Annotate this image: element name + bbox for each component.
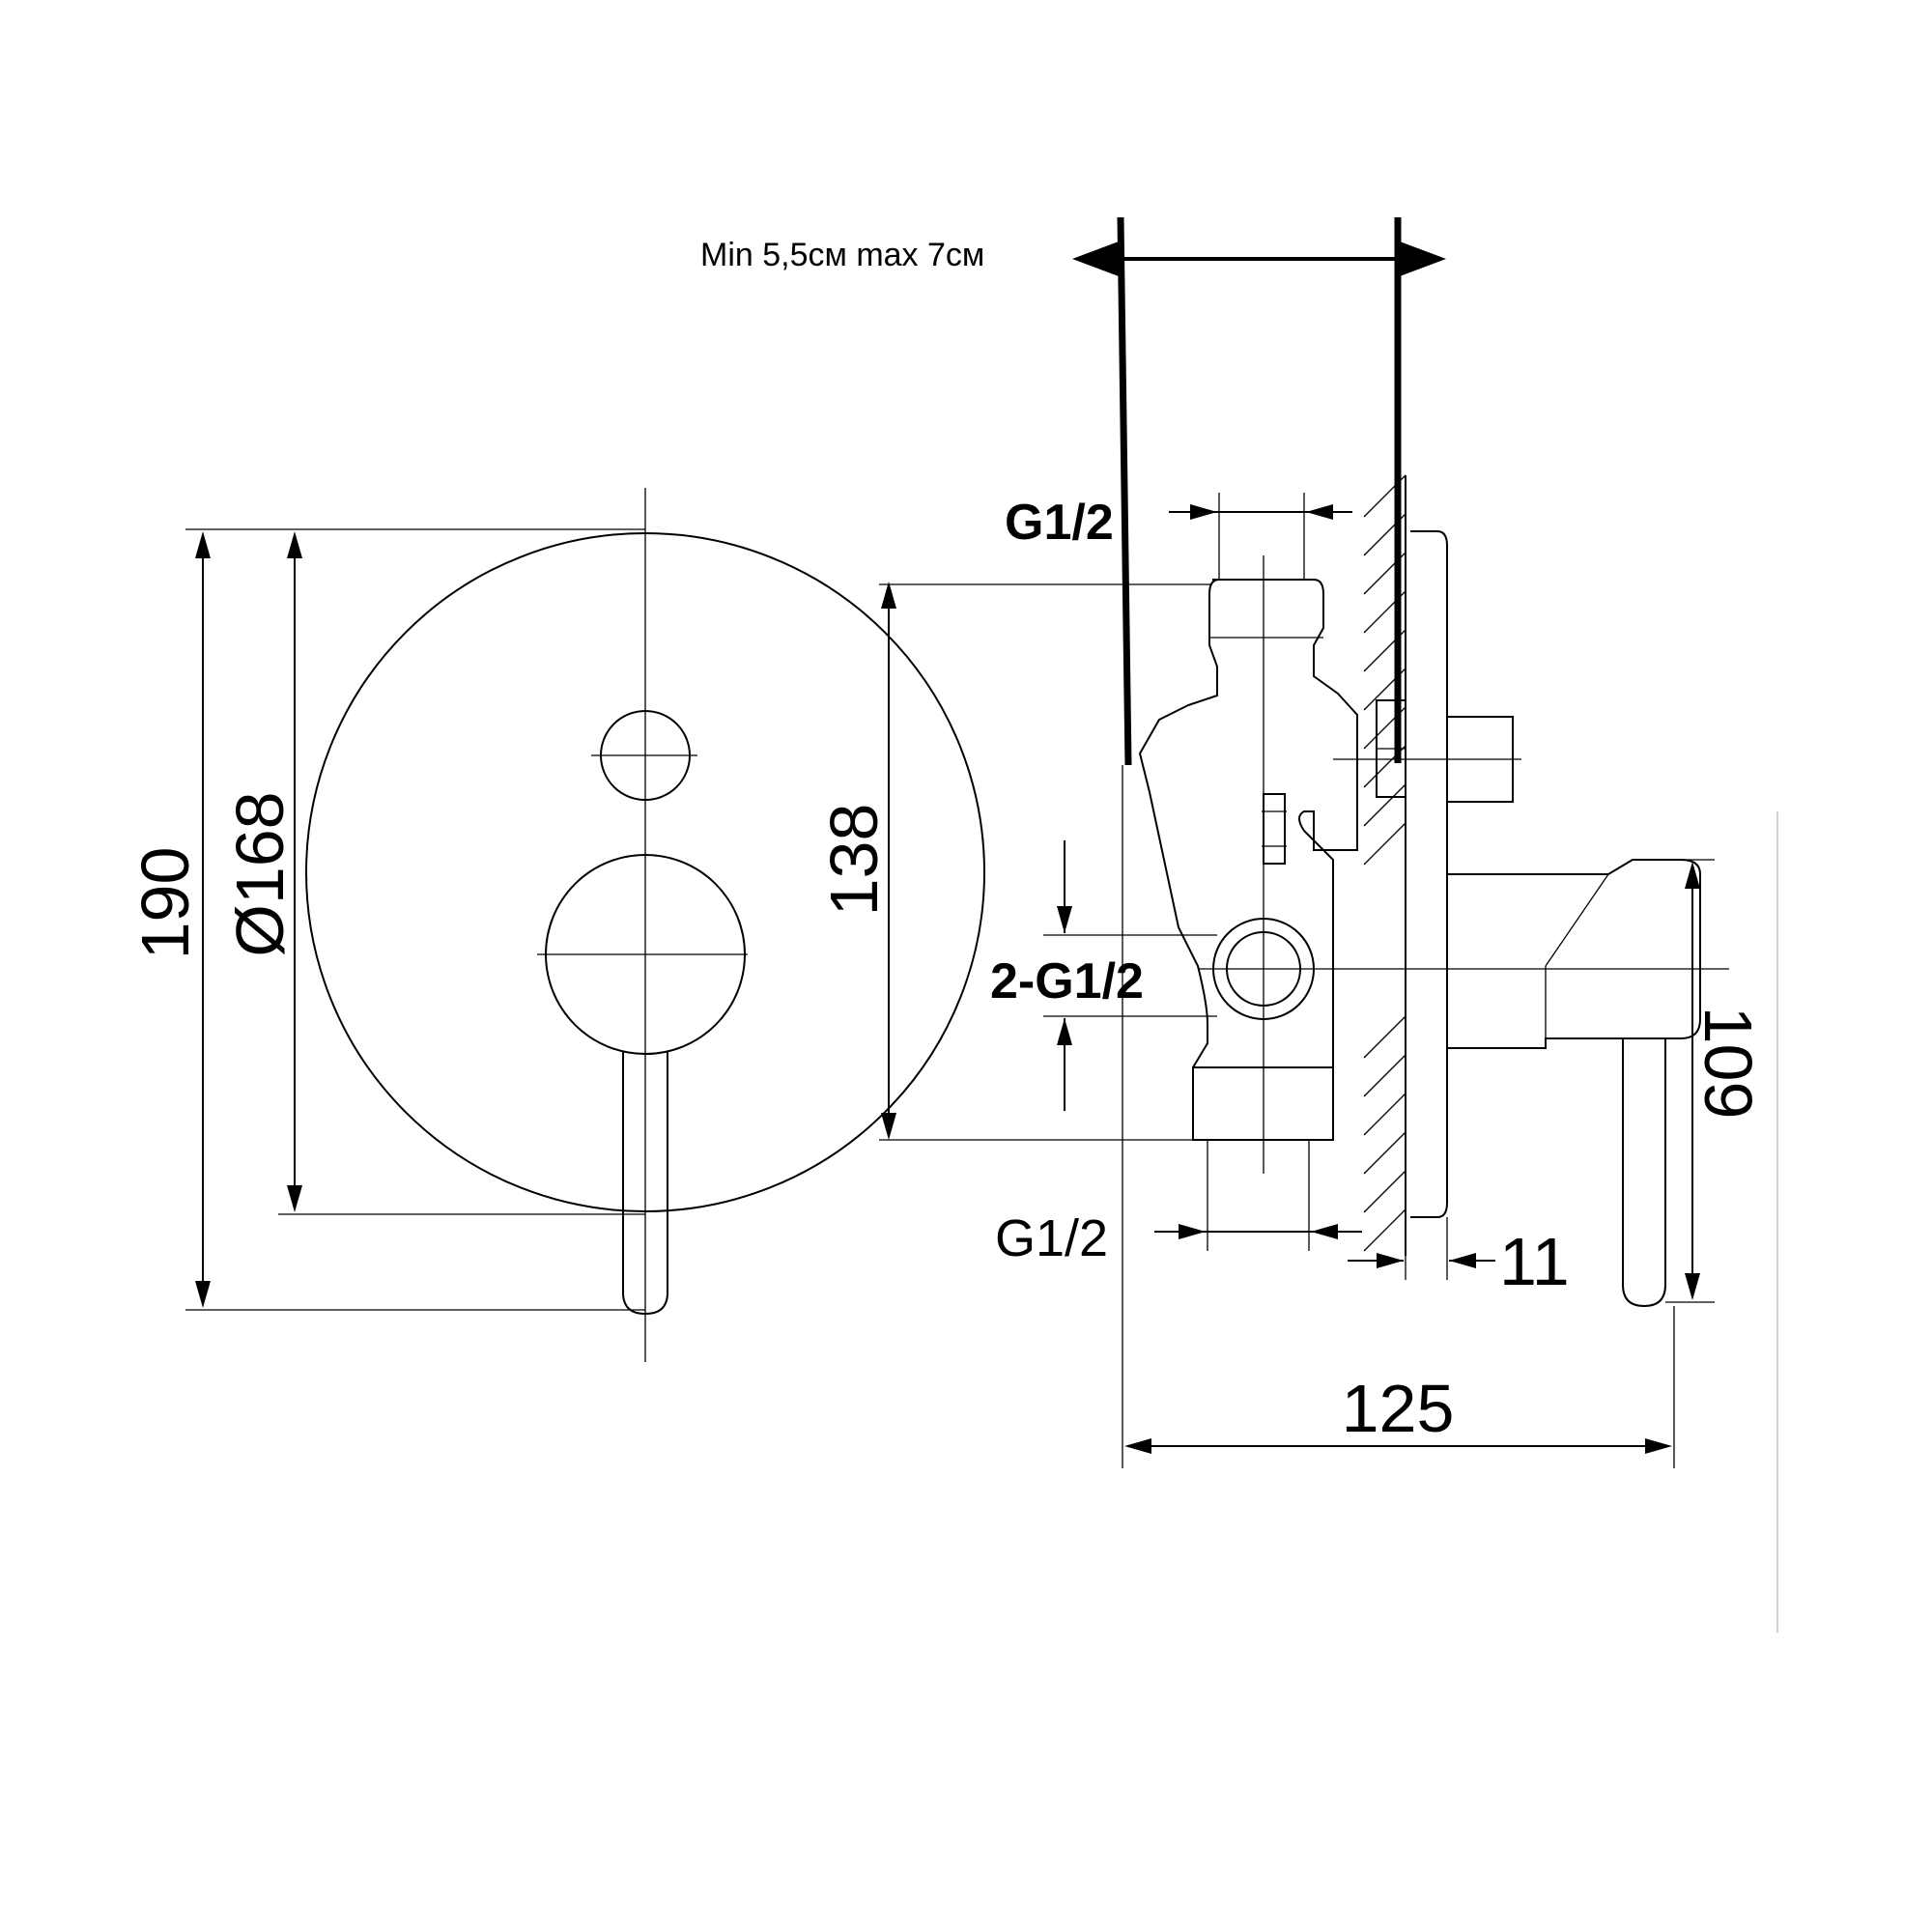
port-top-label: G1/2 (1005, 495, 1114, 551)
handle-body-taper (1545, 873, 1609, 967)
dim-190-label: 190 (128, 847, 203, 960)
arrow-138-top (881, 582, 896, 609)
port-top-arrow-right (1306, 504, 1333, 520)
handle-body-side (1447, 859, 1701, 1049)
arrow-168-bottom (287, 1185, 302, 1212)
side-view: Min 5,5см max 7см (700, 216, 1766, 1468)
cover-plate-side (1410, 530, 1448, 1218)
arrow-138-bottom (881, 1113, 896, 1140)
arrow-168-top (287, 531, 302, 558)
diverter-knob-side (1446, 716, 1514, 803)
dim-125-arrow-right (1645, 1438, 1672, 1454)
dim-109-arrow-bottom (1685, 1273, 1700, 1300)
dim-138-label: 138 (816, 804, 892, 917)
diverter-knob (600, 710, 691, 801)
wall-thickness-label: Min 5,5см max 7см (700, 237, 984, 273)
arrow-190-bottom (195, 1281, 211, 1308)
front-view: 190 Ø168 138 (128, 488, 985, 1362)
lever-handle (622, 1051, 668, 1316)
port-outlets-arrow-bottom (1057, 1018, 1072, 1045)
port-top-arrow-left (1190, 504, 1217, 520)
diverter-nut (1263, 793, 1286, 865)
dim-168-label: Ø168 (222, 791, 298, 956)
dim-11-arrow-left (1377, 1253, 1404, 1268)
lever-side (1622, 1038, 1666, 1308)
wall-arrow-left (1072, 242, 1119, 276)
valve-body-outline (1138, 579, 1358, 1141)
port-outlets-label: 2-G1/2 (990, 953, 1144, 1009)
port-bottom-label: G1/2 (995, 1209, 1108, 1267)
wall-limit-line-left (1117, 216, 1132, 766)
dim-109-label: 109 (1690, 1007, 1766, 1120)
dim-11-label: 11 (1499, 1224, 1570, 1299)
port-bottom-arrow-right (1311, 1224, 1338, 1239)
port-bottom-arrow-left (1179, 1224, 1206, 1239)
dim-109-arrow-top (1685, 862, 1700, 889)
wall-hatching (1363, 474, 1406, 1252)
dim-125-label: 125 (1342, 1371, 1455, 1446)
wall-arrow-right (1400, 242, 1446, 276)
handle-hub (545, 854, 746, 1055)
port-outlets-arrow-top (1057, 906, 1072, 933)
dim-11-arrow-right (1449, 1253, 1476, 1268)
arrow-190-top (195, 531, 211, 558)
dim-125-arrow-left (1124, 1438, 1151, 1454)
